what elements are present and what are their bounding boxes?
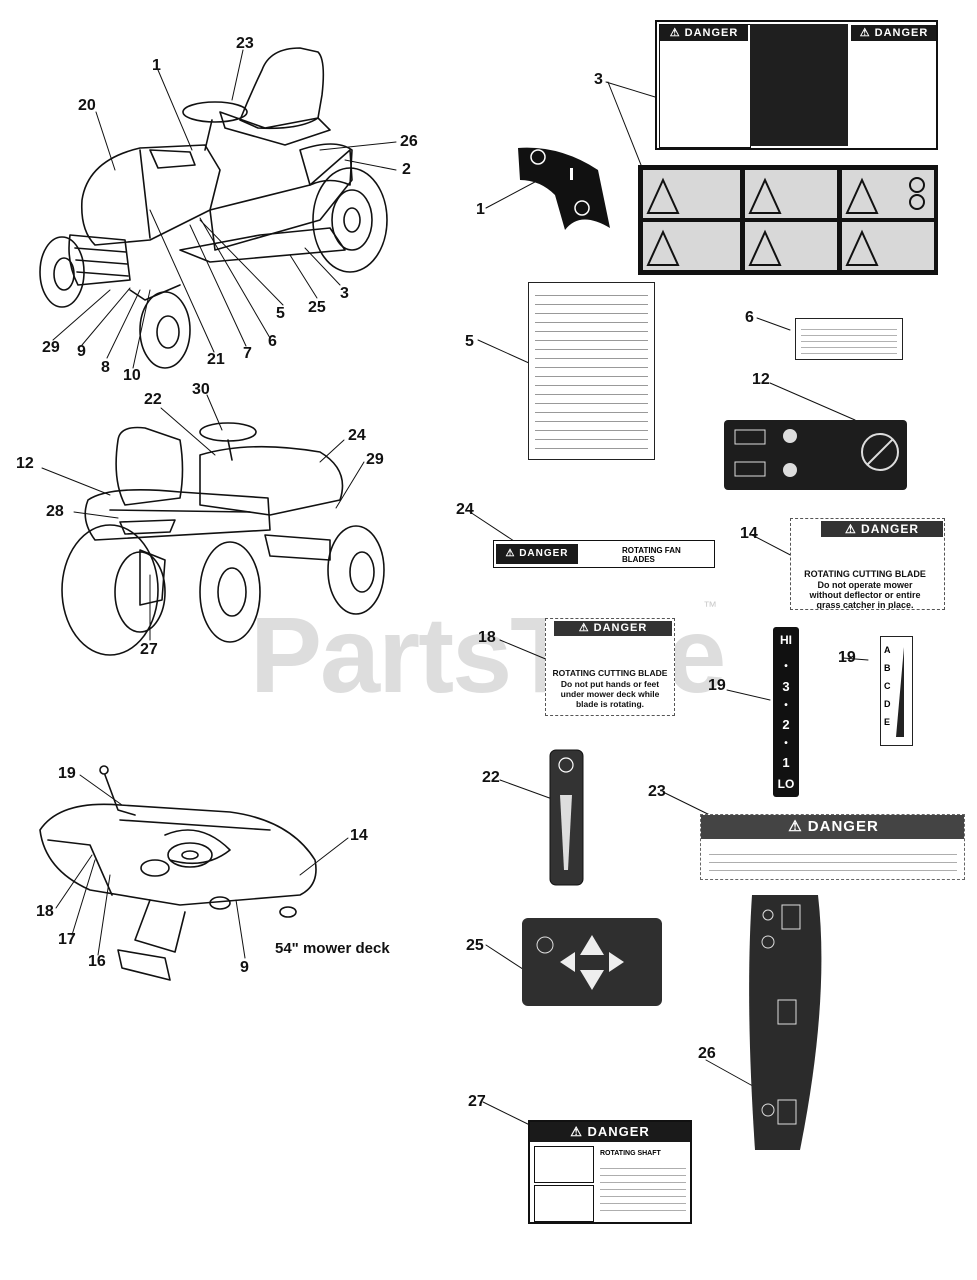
- deck-caption: 54" mower deck: [275, 940, 390, 957]
- decal-14-rotating-blade: ⚠ DANGER ROTATING CUTTING BLADE Do not o…: [790, 518, 945, 610]
- decal-18-line2: Do not put hands or feet: [560, 679, 660, 689]
- callout-6: 6: [268, 333, 277, 350]
- decal-24-fan-blades: ⚠ DANGER ROTATING FAN BLADES: [493, 540, 715, 568]
- decal-18-line1: ROTATING CUTTING BLADE: [552, 668, 668, 678]
- tractor-rear-view: [61, 422, 385, 656]
- callout-26-decal: 26: [698, 1045, 716, 1062]
- decal-1-ignition: [518, 147, 610, 230]
- decal-6: [795, 318, 903, 360]
- callout-29b: 29: [366, 451, 384, 468]
- callout-3-decal: 3: [594, 71, 603, 88]
- callout-14-decal: 14: [740, 525, 758, 542]
- leader-lines-deck: [55, 774, 349, 959]
- trademark-symbol: ™: [703, 598, 717, 614]
- decal-19-height-gauge: A B C D E: [880, 636, 913, 746]
- callout-19-deck: 19: [58, 765, 76, 782]
- callout-12: 12: [16, 455, 34, 472]
- callout-25: 25: [308, 299, 326, 316]
- speed-lo: LO: [777, 777, 795, 791]
- decal-5-belt-chart: [528, 282, 655, 460]
- speed-hi: HI: [780, 633, 792, 647]
- callout-9-deck: 9: [240, 959, 249, 976]
- decal-27-rotating-shaft: ⚠ DANGER ROTATING SHAFT: [528, 1120, 692, 1224]
- callout-10: 10: [123, 367, 141, 384]
- callout-22: 22: [144, 391, 162, 408]
- mower-deck: [39, 765, 317, 981]
- decal-18-line3: under mower deck while: [560, 689, 660, 699]
- tractor-front-view: [39, 47, 388, 369]
- height-e: E: [884, 717, 891, 727]
- decal-18-line4: blade is rotating.: [575, 699, 644, 709]
- callout-14-deck: 14: [350, 827, 368, 844]
- callout-21: 21: [207, 351, 225, 368]
- callout-22-decal: 22: [482, 769, 500, 786]
- callout-1-decal: 1: [476, 201, 485, 218]
- callout-24-decal: 24: [456, 501, 474, 518]
- callout-27: 27: [140, 641, 158, 658]
- callout-1: 1: [152, 57, 161, 74]
- leader-lines-front: [52, 49, 397, 369]
- decal-3-grid: [638, 165, 938, 275]
- height-d: D: [884, 699, 891, 709]
- leader-lines-rear: [41, 394, 365, 641]
- callout-27-decal: 27: [468, 1093, 486, 1110]
- height-a: A: [884, 645, 891, 655]
- callout-18-decal: 18: [478, 629, 496, 646]
- callout-12-decal: 12: [752, 371, 770, 388]
- callout-18-deck: 18: [36, 903, 54, 920]
- decal-18-rotating-blade: ⚠ DANGER ROTATING CUTTING BLADE Do not p…: [545, 618, 675, 716]
- decal-3-danger-label: ⚠ DANGER ⚠ DANGER: [655, 20, 938, 150]
- callout-2: 2: [402, 161, 411, 178]
- callout-23: 23: [236, 35, 254, 52]
- decal-14-line4: grass catcher in place.: [816, 600, 914, 610]
- callout-5-decal: 5: [465, 333, 474, 350]
- decal-22: [549, 749, 584, 886]
- callout-16: 16: [88, 953, 106, 970]
- decal-25: [522, 918, 662, 1006]
- callout-5: 5: [276, 305, 285, 322]
- speed-3: 3: [782, 679, 790, 694]
- decal-14-line3: without deflector or entire: [809, 590, 921, 600]
- height-b: B: [884, 663, 891, 673]
- callout-23-decal: 23: [648, 783, 666, 800]
- decal-27-header: ⚠ DANGER: [530, 1122, 690, 1142]
- speed-2: 2: [782, 717, 790, 732]
- callout-19-decal-b: 19: [838, 649, 856, 666]
- decal-12: [724, 420, 907, 490]
- callout-19-decal-a: 19: [708, 677, 726, 694]
- callout-17: 17: [58, 931, 76, 948]
- decal-24-text: ROTATING FAN BLADES: [622, 546, 681, 564]
- decal-14-line2: Do not operate mower: [817, 580, 913, 590]
- decal-23-header: ⚠ DANGER: [701, 815, 964, 839]
- decal-27-text: ROTATING SHAFT: [600, 1150, 661, 1157]
- decal-3-right-header: ⚠ DANGER: [851, 25, 936, 41]
- callout-24: 24: [348, 427, 366, 444]
- callout-8: 8: [101, 359, 110, 376]
- decal-3-left-header: ⚠ DANGER: [660, 25, 748, 41]
- callout-9: 9: [77, 343, 86, 360]
- callout-26: 26: [400, 133, 418, 150]
- callout-20: 20: [78, 97, 96, 114]
- decal-19-throttle-strip: HI • 3 • 2 • 1 LO: [773, 627, 799, 797]
- callout-29: 29: [42, 339, 60, 356]
- callout-3: 3: [340, 285, 349, 302]
- callout-7: 7: [243, 345, 252, 362]
- callout-25-decal: 25: [466, 937, 484, 954]
- decal-23-slope-warning: ⚠ DANGER: [700, 814, 965, 880]
- speed-1: 1: [782, 755, 790, 770]
- decal-18-header: ⚠ DANGER: [554, 621, 672, 636]
- callout-30: 30: [192, 381, 210, 398]
- decal-14-line1: ROTATING CUTTING BLADE: [804, 569, 926, 579]
- decal-14-header: ⚠ DANGER: [821, 521, 943, 537]
- decal-26: [749, 895, 822, 1150]
- decal-24-header: ⚠ DANGER: [496, 544, 578, 564]
- callout-6-decal: 6: [745, 309, 754, 326]
- height-c: C: [884, 681, 891, 691]
- callout-28: 28: [46, 503, 64, 520]
